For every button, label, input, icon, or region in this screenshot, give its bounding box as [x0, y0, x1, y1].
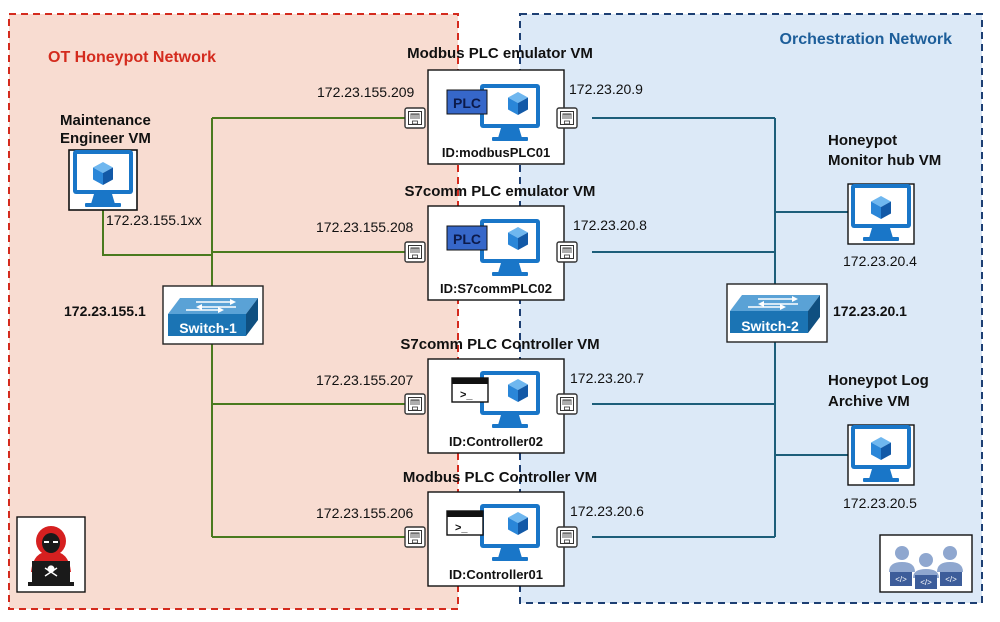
vm-title: S7comm PLC Controller VM: [400, 336, 599, 353]
switch-1-label: Switch-1: [179, 320, 237, 336]
maintenance-engineer-vm: Maintenance Engineer VM 172.23.155.1xx: [60, 112, 202, 228]
svg-text:</>: </>: [920, 578, 932, 587]
archive-ip: 172.23.20.5: [843, 495, 917, 511]
vm-orch-ip: 172.23.20.7: [570, 370, 644, 386]
vm-orch-ip: 172.23.20.8: [573, 217, 647, 233]
ethernet-port-icon: [556, 107, 578, 129]
vm-id: ID:S7commPLC02: [440, 281, 552, 296]
vm-ot-ip: 172.23.155.207: [316, 372, 414, 388]
ethernet-port-icon: [556, 526, 578, 548]
svg-text:</>: </>: [945, 575, 957, 584]
vm-ot-ip: 172.23.155.206: [316, 505, 414, 521]
monitor-ip: 172.23.20.4: [843, 253, 917, 269]
ot-network-title: OT Honeypot Network: [48, 49, 216, 66]
orchestration-network-title: Orchestration Network: [780, 31, 953, 48]
vm-title: S7comm PLC emulator VM: [405, 183, 596, 200]
vm-id: ID:modbusPLC01: [442, 145, 550, 160]
vm-title: Modbus PLC Controller VM: [403, 469, 597, 486]
ethernet-port-icon: [404, 107, 426, 129]
ethernet-port-icon: [404, 393, 426, 415]
vm-s7comm-plc-emulator: S7comm PLC emulator VM PLC ID:S7commPLC0…: [404, 183, 596, 301]
vm-id: ID:Controller02: [449, 434, 543, 449]
monitor-title-line2: Monitor hub VM: [828, 152, 941, 169]
hacker-laptop-icon: [16, 516, 86, 593]
ethernet-port-icon: [404, 241, 426, 263]
terminal-badge: >_: [455, 522, 468, 534]
plc-badge: PLC: [453, 231, 481, 247]
maintenance-title-line1: Maintenance: [60, 112, 151, 129]
monitor-title-line1: Honeypot: [828, 132, 897, 149]
vm-modbus-plc-controller: Modbus PLC Controller VM >_ ID:Controlle…: [403, 469, 597, 587]
vm-ot-ip: 172.23.155.208: [316, 219, 414, 235]
plc-badge: PLC: [453, 95, 481, 111]
switch-2: Switch-2: [726, 283, 828, 343]
switch-1: Switch-1: [162, 285, 264, 345]
vm-orch-ip: 172.23.20.9: [569, 81, 643, 97]
svg-text:</>: </>: [895, 575, 907, 584]
archive-title-line1: Honeypot Log: [828, 372, 929, 389]
honeypot-monitor-hub-vm: Honeypot Monitor hub VM 172.23.20.4: [828, 132, 941, 269]
vm-id: ID:Controller01: [449, 567, 543, 582]
switch-2-ip: 172.23.20.1: [833, 303, 907, 319]
vm-modbus-plc-emulator: Modbus PLC emulator VM PLC ID:modbusPLC0…: [404, 45, 593, 165]
developer-team-icon: </> </> </>: [879, 534, 973, 593]
switch-2-label: Switch-2: [741, 318, 799, 334]
switch-1-ip: 172.23.155.1: [64, 303, 146, 319]
vm-title: Modbus PLC emulator VM: [407, 45, 593, 62]
honeypot-log-archive-vm: Honeypot Log Archive VM 172.23.20.5: [828, 372, 929, 511]
ethernet-port-icon: [404, 526, 426, 548]
vm-ot-ip: 172.23.155.209: [317, 84, 415, 100]
vm-orch-ip: 172.23.20.6: [570, 503, 644, 519]
ethernet-port-icon: [556, 393, 578, 415]
maintenance-ip: 172.23.155.1xx: [106, 212, 202, 228]
ethernet-port-icon: [556, 241, 578, 263]
maintenance-title-line2: Engineer VM: [60, 130, 151, 147]
archive-title-line2: Archive VM: [828, 393, 910, 410]
terminal-badge: >_: [460, 389, 473, 401]
vm-s7comm-plc-controller: S7comm PLC Controller VM >_ ID:Controlle…: [400, 336, 600, 454]
